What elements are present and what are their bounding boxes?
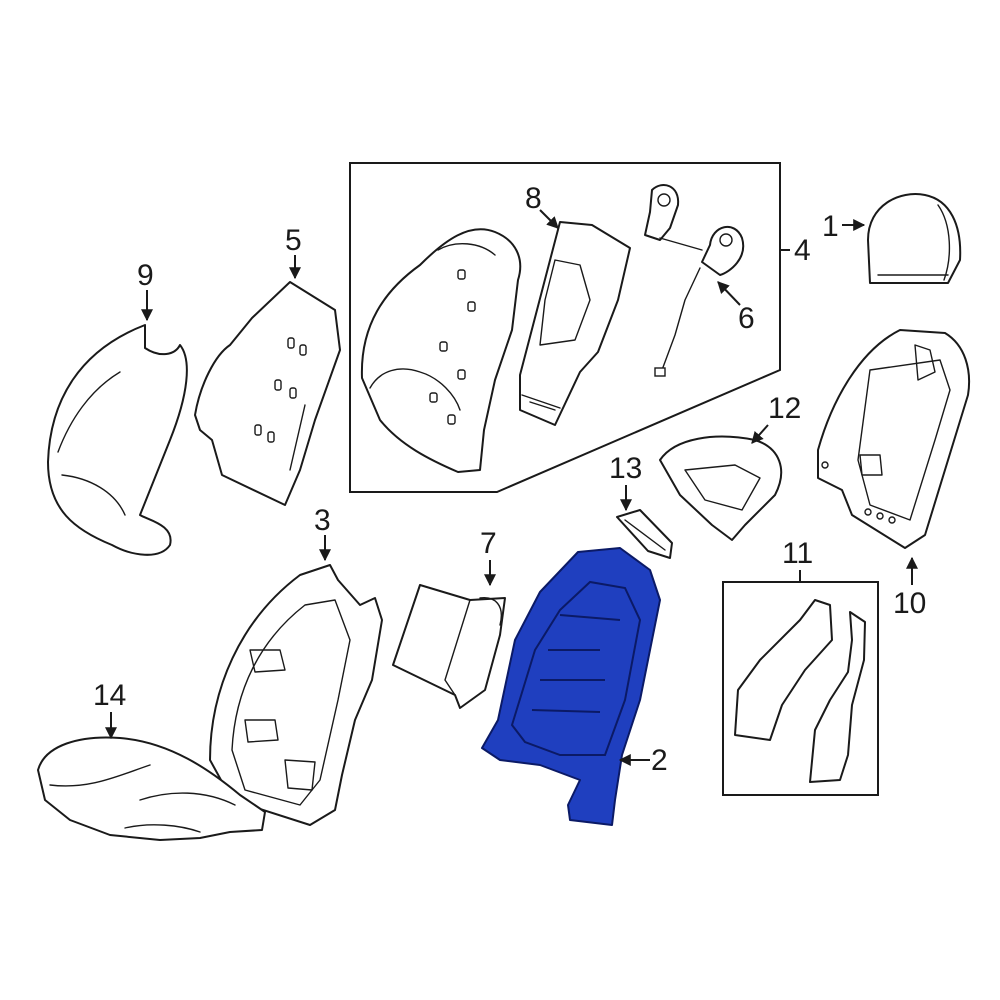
part-4-back-pad[interactable] (360, 228, 522, 473)
part-3-frame-panel[interactable] (209, 564, 383, 826)
part-10-back-shell[interactable] (817, 329, 971, 549)
assembly-box-4 (349, 162, 781, 493)
part-14-cushion-cover[interactable] (37, 736, 266, 841)
part-13-bracket[interactable] (616, 509, 673, 559)
callout-1: 1 (822, 210, 839, 243)
callout-9: 9 (137, 259, 154, 292)
part-2-frame[interactable] (481, 547, 661, 826)
part-11-trim[interactable] (734, 599, 866, 783)
part-1-headrest[interactable] (867, 193, 962, 284)
leader-lines (105, 209, 918, 766)
callout-7: 7 (480, 527, 497, 560)
part-9-back-cover[interactable] (47, 324, 188, 556)
part-12-tray[interactable] (659, 435, 783, 541)
callout-11: 11 (782, 537, 813, 570)
callout-4: 4 (794, 234, 811, 267)
callout-5: 5 (285, 224, 302, 257)
callout-6: 6 (738, 302, 755, 335)
part-5-padding[interactable] (194, 281, 341, 506)
callout-13: 13 (609, 452, 642, 485)
part-7-module[interactable] (392, 584, 506, 709)
part-6-cable[interactable] (644, 184, 745, 377)
callout-3: 3 (314, 504, 331, 537)
callout-10: 10 (893, 587, 926, 620)
callout-14: 14 (93, 679, 126, 712)
callout-2: 2 (651, 744, 668, 777)
part-8-mat[interactable] (519, 221, 631, 426)
callout-8: 8 (525, 182, 542, 215)
callout-12: 12 (768, 392, 801, 425)
callout-labels: 1 2 3 4 5 6 7 8 9 10 11 12 13 14 (93, 182, 926, 777)
